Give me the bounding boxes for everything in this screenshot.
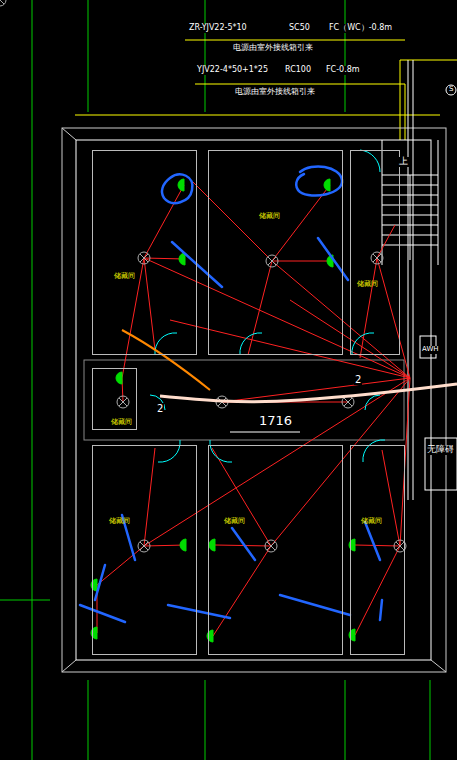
- room-name: 储藏间: [361, 518, 382, 525]
- room-name: 储藏间: [259, 213, 280, 220]
- room-name: 无障碍: [426, 445, 455, 455]
- lamp-symbol: [265, 540, 277, 552]
- room-outline: 储藏间: [350, 445, 405, 655]
- circuit-number: 2: [354, 374, 362, 385]
- room-name: 储藏间: [114, 273, 135, 280]
- room-name: 储藏间: [109, 518, 130, 525]
- lamp-symbol: [138, 540, 150, 552]
- lamp-symbol: [266, 255, 278, 267]
- cable-spec: ZR-YJV22-5*10: [188, 24, 248, 33]
- room-outline: 储藏间: [92, 368, 137, 430]
- room-outline: 储藏间: [92, 150, 197, 355]
- lamp-symbol: [371, 252, 383, 264]
- conduit-spec: RC100: [284, 66, 312, 75]
- cable-note: 电源由室外接线箱引来: [234, 88, 316, 97]
- cable-spec: YJV22-4*50+1*25: [196, 66, 269, 75]
- room-outline: 储藏间: [92, 445, 197, 655]
- lamp-symbol: [138, 252, 150, 264]
- room-outline: 储藏间: [208, 445, 343, 655]
- socket-mark: S: [448, 86, 454, 94]
- room-outline: 储藏间: [208, 150, 343, 355]
- circuit-number: 2: [156, 403, 164, 414]
- conduit-spec: SC50: [288, 24, 311, 33]
- laying-spec: FC（WC）-0.8m: [328, 24, 393, 33]
- room-name: 储藏间: [111, 419, 132, 426]
- cable-note: 电源由室外接线箱引来: [232, 44, 314, 53]
- panel-name: AWH: [421, 346, 440, 354]
- laying-spec: FC-0.8m: [325, 66, 361, 75]
- dimension-number: 1716: [258, 414, 293, 428]
- lamp-symbol: [117, 396, 129, 408]
- stair-mark: 上: [398, 157, 409, 167]
- room-outline: 储藏间: [350, 150, 400, 355]
- room-name: 储藏间: [357, 281, 378, 288]
- room-name: 储藏间: [224, 518, 245, 525]
